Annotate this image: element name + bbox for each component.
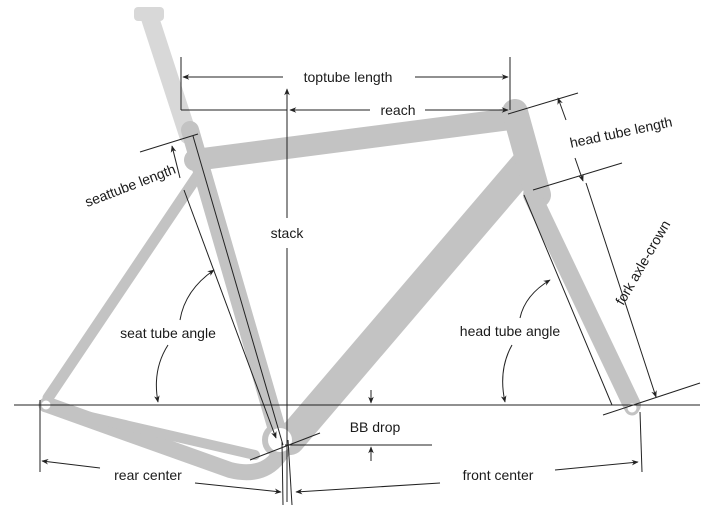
stack-label: stack [271, 225, 305, 241]
reach-dimension: reach [181, 102, 509, 118]
seatpost [141, 9, 197, 144]
head-tube-angle-dimension: head tube angle [460, 279, 561, 403]
head-tube-angle-label: head tube angle [460, 323, 561, 339]
fork-axle-crown-label: fork axle-crown [612, 217, 673, 307]
chain-stay-lower [55, 405, 260, 460]
seattube-length-label: seattube length [83, 161, 178, 210]
reach-label: reach [380, 102, 415, 118]
saddle-clamp [134, 7, 164, 21]
bb-drop-label: BB drop [350, 419, 401, 435]
seattube-length-dimension: seattube length [83, 133, 284, 446]
seat-tube-angle-dimension: seat tube angle [120, 269, 216, 403]
bb-drop-dimension: BB drop [249, 390, 432, 461]
seat-stay [42, 169, 204, 404]
fork [523, 186, 641, 414]
rear-center-label: rear center [114, 467, 182, 483]
bottom-bracket [262, 422, 298, 458]
stack-dimension: stack [271, 88, 305, 502]
front-center-label: front center [463, 467, 534, 483]
toptube-length-dimension: toptube length [180, 57, 511, 110]
head-tube [502, 99, 551, 208]
toptube-length-label: toptube length [304, 69, 393, 85]
down-tube [275, 150, 540, 455]
seat-tube [181, 121, 289, 449]
seat-tube-angle-label: seat tube angle [120, 325, 216, 341]
head-tube-length-label: head tube length [568, 113, 673, 150]
rear-center-dimension: rear center [39, 400, 284, 506]
front-center-dimension: front center [287, 411, 643, 506]
top-tube [184, 107, 529, 171]
